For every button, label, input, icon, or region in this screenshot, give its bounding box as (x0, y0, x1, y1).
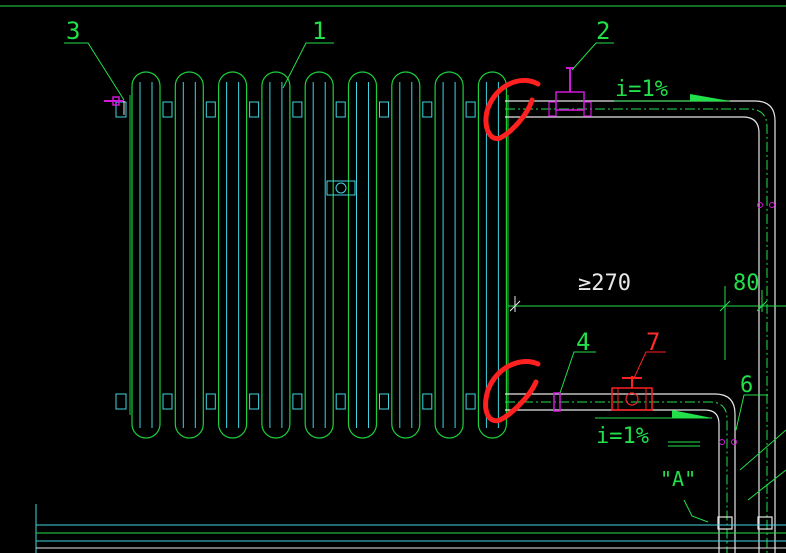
slope-label-bottom: i=1% (596, 424, 649, 449)
callout-leaders (64, 42, 768, 523)
slope-label-top: i=1% (615, 77, 668, 102)
markup-circle-bottom (483, 359, 541, 424)
radiator-nipple (205, 393, 216, 410)
radiator-nipple (422, 393, 433, 410)
radiator-nipple (292, 101, 303, 118)
radiator-nipple (379, 393, 389, 410)
callout-label-1: 1 (312, 17, 326, 45)
radiator-section (347, 71, 378, 439)
return-pipe (505, 393, 736, 553)
lower-fittings (717, 429, 786, 530)
balancing-valve (611, 376, 653, 411)
callout-label-3: 3 (66, 17, 80, 45)
callout-label-7: 7 (646, 328, 660, 356)
radiator-nipple (249, 393, 260, 410)
radiator-nipples (115, 101, 476, 410)
radiator-nipple (162, 393, 173, 410)
supply-pipe (505, 100, 776, 553)
radiator-section (391, 71, 421, 439)
slope-arrow-bottom (672, 410, 712, 418)
radiator-section (131, 71, 161, 439)
floor-lines (35, 504, 786, 553)
riser-markers (719, 202, 775, 445)
callout-label-6: 6 (740, 373, 753, 398)
return-union (553, 392, 561, 412)
radiator-nipple (422, 101, 433, 118)
radiator-nipple (205, 101, 216, 118)
radiator-nipple (335, 101, 346, 118)
radiator-section (434, 71, 464, 439)
radiator (131, 71, 507, 439)
callout-label-4: 4 (576, 328, 590, 356)
radiator-end-plug (115, 393, 127, 410)
radiator-nipple (335, 393, 346, 410)
radiator-bracket-symbol (326, 180, 356, 196)
radiator-section (218, 71, 248, 439)
callout-leader-7 (633, 351, 666, 379)
slope-arrow-top (690, 94, 730, 101)
dimension-label-offset: 80 (733, 271, 760, 296)
radiator-nipple (162, 101, 173, 118)
radiator-nipple (292, 393, 303, 410)
markup-circle-top (483, 77, 541, 142)
radiator-section (477, 71, 507, 439)
radiator-nipple (465, 101, 476, 118)
dimension-label-min-distance: ≥270 (578, 271, 631, 296)
air-vent-valve (104, 96, 125, 115)
radiator-section (304, 71, 334, 439)
detail-reference-label: "A" (660, 467, 696, 491)
radiator-nipple (465, 393, 476, 410)
dimension-lines (508, 286, 786, 360)
radiator-section (261, 71, 291, 439)
radiator-section (174, 71, 204, 439)
callout-label-2: 2 (596, 17, 610, 45)
radiator-nipple (249, 101, 260, 118)
radiator-nipple (379, 101, 389, 118)
supply-valve (548, 67, 592, 117)
